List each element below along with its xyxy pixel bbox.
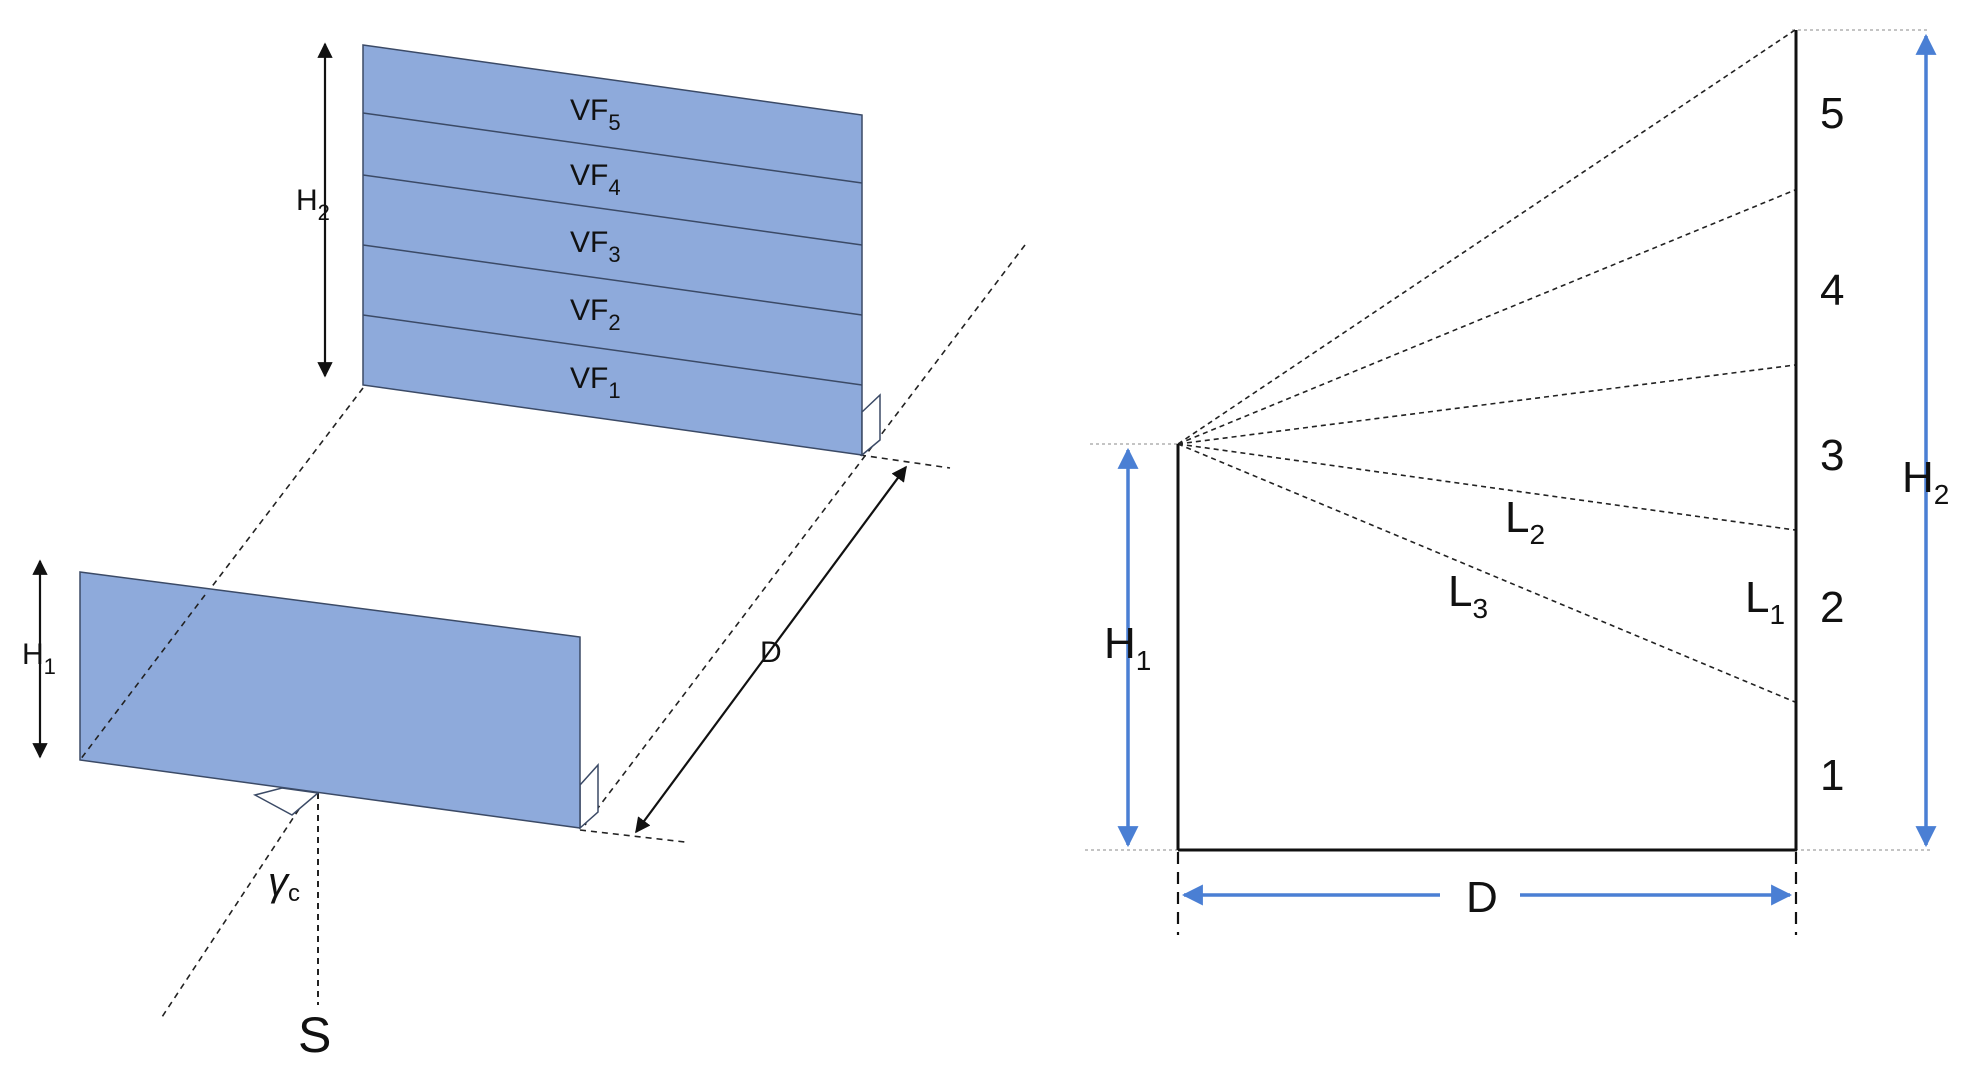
south-label: S — [298, 1007, 331, 1063]
segment-3-label: 3 — [1820, 431, 1844, 480]
vf2-label: VF2 — [570, 294, 621, 335]
d-dimension-arrow — [635, 465, 907, 834]
near-panel — [79, 571, 581, 829]
sight-line — [1177, 443, 1796, 531]
segment-4-label: 4 — [1820, 266, 1844, 315]
far-panel-divider — [362, 244, 863, 316]
l1-label: L1 — [1745, 573, 1785, 630]
far-panel-bracket — [861, 393, 881, 457]
vf3-label: VF3 — [570, 226, 621, 267]
segment-5-label: 5 — [1820, 89, 1844, 138]
vf4-label: VF4 — [570, 159, 621, 200]
l2-label: L2 — [1505, 493, 1545, 550]
sight-line — [1177, 189, 1796, 445]
segment-2-label: 2 — [1820, 583, 1844, 632]
sight-line — [1177, 364, 1796, 445]
vf1-label: VF1 — [570, 362, 621, 403]
l3-label: L3 — [1448, 567, 1488, 624]
gamma-c-label: γc — [268, 860, 300, 907]
near-base-extension — [579, 829, 686, 843]
vf5-label: VF5 — [570, 94, 621, 135]
far-panel-divider — [362, 112, 863, 184]
h2-label-right: H2 — [1902, 453, 1949, 510]
solar-azimuth-line — [159, 799, 306, 1021]
near-panel-bracket — [579, 763, 599, 830]
d-label-right: D — [1466, 873, 1498, 922]
vf-labels: VF5 VF4 VF3 VF2 VF1 — [570, 94, 621, 403]
segment-1-label: 1 — [1820, 751, 1844, 800]
h2-label-left: H2 — [296, 184, 330, 225]
d-label-left: D — [760, 636, 782, 669]
sight-lines — [1177, 29, 1796, 703]
sight-line — [1177, 443, 1796, 703]
left-perspective-view: VF5 VF4 VF3 VF2 VF1 H2 H1 D γc S — [22, 42, 1026, 1063]
far-base-extension — [859, 454, 951, 469]
azimuth-bracket — [252, 787, 320, 816]
guide-line-through-near-panel — [79, 594, 206, 761]
sight-line — [1177, 29, 1796, 445]
far-panel-divider — [362, 174, 863, 246]
right-section-view: 5 4 3 2 1 L1 L2 L3 H1 H2 D — [1085, 29, 1949, 935]
far-panel-divider — [362, 314, 863, 386]
h1-label-left: H1 — [22, 638, 56, 679]
h1-label-right: H1 — [1104, 619, 1151, 676]
